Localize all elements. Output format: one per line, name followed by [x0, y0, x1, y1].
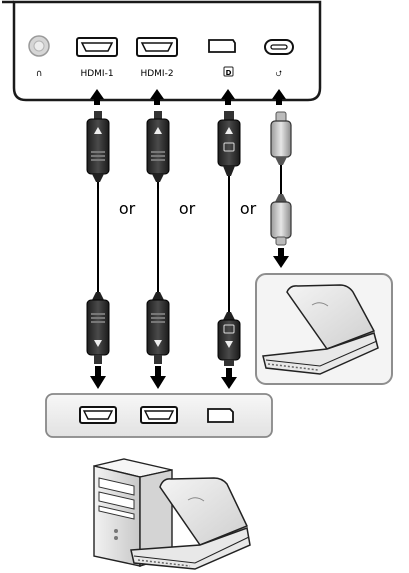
hdmi-cable-2 [146, 111, 170, 364]
usb-c-port [264, 39, 294, 55]
down-arrows [90, 366, 237, 389]
up-arrow-icon [221, 89, 235, 105]
laptop-icon [262, 284, 379, 375]
down-arrow-icon [273, 248, 289, 268]
down-arrow-icon [150, 366, 166, 389]
pc-port-panel [45, 393, 273, 438]
displayport-plug-top [217, 111, 241, 176]
laptop-icon [130, 477, 251, 570]
pc-displayport-port [207, 408, 234, 423]
displayport-icon: D [223, 66, 234, 77]
hdmi-2-label: HDMI-2 [140, 69, 173, 79]
displayport-plug-bottom [217, 312, 241, 366]
hdmi-plug-top [146, 111, 170, 182]
pc-hdmi-port-2 [140, 406, 178, 424]
up-arrow-icon [272, 89, 286, 105]
headphone-icon: ∩ [36, 69, 43, 79]
usb-icon: ⮍ [276, 69, 282, 78]
down-arrow-icon [90, 366, 106, 389]
hdmi-plug-bottom [146, 292, 170, 364]
down-arrow-icon [221, 368, 237, 389]
up-arrows [90, 89, 286, 105]
hdmi-plug-top [86, 111, 110, 182]
svg-text:D: D [226, 69, 232, 77]
usb-c-plug-top [270, 111, 292, 165]
monitor-port-panel: ∩ HDMI-1 HDMI-2 D ⮍ [2, 0, 322, 102]
usb-c-plug-bottom [270, 194, 292, 246]
up-arrow-icon [150, 89, 164, 105]
hdmi-1-port [76, 37, 118, 57]
pc-hdmi-port-1 [79, 406, 117, 424]
hdmi-2-port [136, 37, 178, 57]
hdmi-1-label: HDMI-1 [80, 69, 113, 79]
hdmi-cable-1 [86, 111, 110, 364]
displayport-cable [217, 111, 241, 366]
or-label: or [179, 199, 196, 218]
laptop-box [255, 273, 393, 385]
headphone-jack [28, 35, 50, 57]
up-arrow-icon [90, 89, 104, 105]
displayport-port [208, 39, 236, 53]
usb-c-cable [270, 111, 292, 246]
or-label: or [119, 199, 136, 218]
or-label: or [240, 199, 257, 218]
pc-and-laptop-icon [93, 458, 251, 570]
hdmi-plug-bottom [86, 292, 110, 364]
